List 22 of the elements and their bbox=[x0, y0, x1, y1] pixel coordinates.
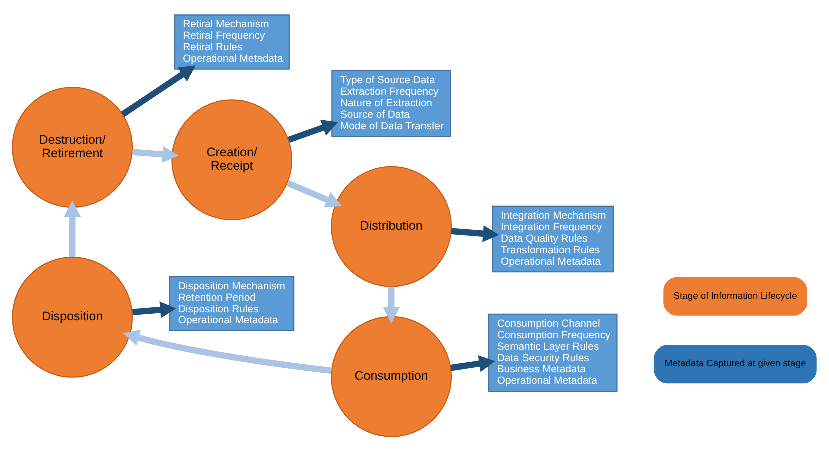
arrow bbox=[132, 146, 179, 163]
arrow bbox=[383, 286, 400, 324]
node-circle: Creation/ Receipt bbox=[172, 99, 293, 220]
legend-label: Stage of Information Lifecycle bbox=[674, 290, 798, 300]
legend-label: Metadata Captured at given stage bbox=[664, 358, 806, 368]
arrow bbox=[64, 200, 82, 257]
node-box: Integration Mechanism Integration Frequency Data Quality Rules Transformation Rules Operational Metadata bbox=[492, 205, 614, 272]
node-box: Retiral Mechanism Retiral Frequency Retiral Rules Operational Metadata bbox=[174, 14, 290, 70]
node-circle: Distribution bbox=[331, 166, 452, 287]
arrow bbox=[286, 180, 342, 208]
arrow bbox=[288, 119, 338, 142]
arrow bbox=[451, 224, 500, 242]
node-box: Type of Source Data Extraction Frequency Nature of Extraction Source of Data Mode of Data Transfer bbox=[332, 70, 452, 137]
node-box: Consumption Channel Consumption Frequency Semantic Layer Rules Data Security Rules Business Metadata Operational Metadata bbox=[488, 313, 618, 392]
arrow bbox=[132, 301, 176, 318]
node-circle: Destruction/ Retirement bbox=[12, 86, 134, 208]
node-circle: Consumption bbox=[331, 316, 452, 437]
arrow bbox=[121, 65, 196, 117]
node-circle: Disposition bbox=[12, 256, 134, 378]
node-box: Disposition Mechanism Retention Period Disposition Rules Operational Metadata bbox=[170, 276, 295, 332]
arrow bbox=[450, 354, 496, 372]
arrow bbox=[123, 329, 332, 374]
